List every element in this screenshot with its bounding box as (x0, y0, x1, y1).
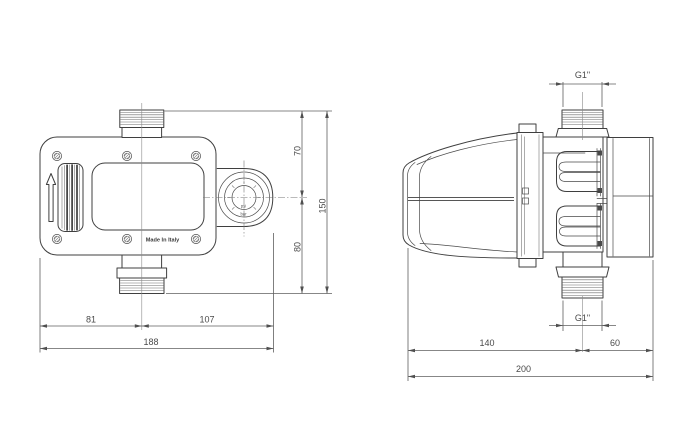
side-bottom-neck (562, 251, 603, 268)
top-chamber (556, 148, 602, 197)
block-detail-lines (612, 138, 654, 257)
extension-line (562, 82, 603, 107)
chamber-tab (597, 150, 602, 156)
chamber-divider (596, 198, 608, 204)
grip-ridges (521, 134, 540, 257)
dim-inlet-thread: G1" (575, 70, 590, 80)
front-vertical-dimensions: 70 80 150 (164, 110, 332, 294)
grille (57, 163, 84, 232)
bottom-chamber (556, 203, 602, 249)
dim-total-height: 150 (318, 198, 328, 213)
side-bottom-port (555, 251, 610, 299)
grille-ribs (61, 164, 80, 231)
cone-seam (408, 197, 514, 201)
screw-icon (52, 234, 62, 244)
outlet-thread-dimension: G1" (549, 300, 616, 331)
front-view: Made In Italy psi bar (39, 103, 332, 353)
dim-total-width: 188 (143, 337, 158, 347)
side-cone-cap (402, 132, 518, 259)
chamber-tab (597, 188, 602, 193)
chamber-tab (597, 205, 602, 211)
cone-outline (402, 132, 518, 259)
grille-ribs-bold (66, 164, 78, 231)
cup-rings (558, 216, 601, 237)
side-horizontal-dimensions: 140 60 200 (407, 248, 654, 381)
side-grip (516, 123, 544, 268)
cone-profile-lines (407, 139, 518, 253)
side-connector-block (606, 137, 654, 258)
control-dial: psi bar (203, 160, 307, 237)
screw-icon (191, 151, 201, 161)
screw-icon (52, 151, 62, 161)
dim-port-to-dial-edge: 107 (199, 315, 214, 325)
chamber-tab (597, 241, 602, 246)
dim-body-depth: 140 (479, 338, 494, 348)
screw-icon (122, 234, 132, 244)
cup-outline (556, 205, 601, 247)
side-body (542, 136, 608, 253)
front-horizontal-dimensions: 81 107 188 (39, 233, 274, 353)
side-view: G1" G1" 140 60 200 (402, 70, 654, 381)
extension-line (562, 300, 603, 331)
grip-notch (522, 197, 529, 205)
dim-outlet-thread: G1" (575, 313, 590, 323)
side-bottom-thread-lines (562, 279, 603, 296)
side-body-outline (542, 136, 604, 253)
dial-unit-psi: psi (241, 204, 246, 209)
dim-left-to-port: 81 (86, 315, 96, 325)
inlet-thread-dimension: G1" (549, 70, 616, 107)
grip-notch (522, 187, 529, 195)
dim-top-port-to-dial: 70 (293, 146, 303, 156)
dim-dial-to-bottom-port: 80 (293, 242, 303, 252)
dim-port-offset: 60 (610, 338, 620, 348)
made-in-label: Made In Italy (146, 238, 180, 244)
dimension-arrows (300, 111, 304, 294)
front-cover-panel (91, 162, 205, 231)
block-outline (606, 137, 654, 258)
screw-icon (122, 151, 132, 161)
cup-rings (558, 161, 601, 182)
dim-total-depth: 200 (516, 364, 531, 374)
screws (52, 151, 201, 244)
cup-outline (556, 151, 601, 192)
side-bottom-flange (555, 266, 610, 278)
screw-icon (191, 234, 201, 244)
flow-direction-arrow-icon (45, 173, 57, 222)
